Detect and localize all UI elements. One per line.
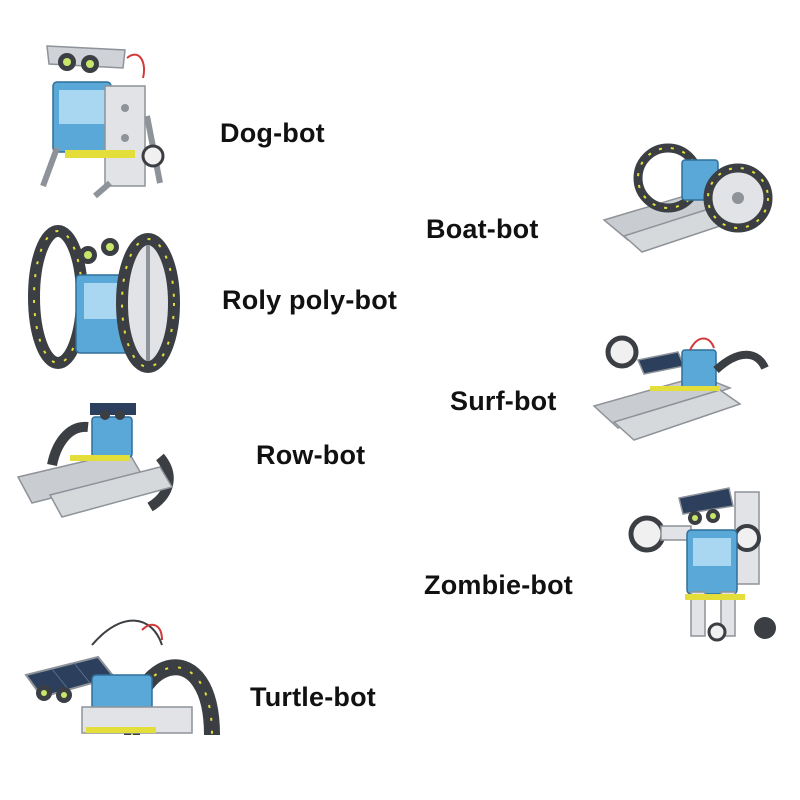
turtle-bot-image <box>22 615 222 755</box>
dog-bot-label: Dog-bot <box>220 118 325 148</box>
roly-poly-bot-image <box>28 225 180 375</box>
zombie-bot-label: Zombie-bot <box>424 570 573 600</box>
roly-poly-bot-label: Roly poly-bot <box>222 285 398 315</box>
zombie-bot-image <box>625 482 780 647</box>
surf-bot-label: Surf-bot <box>450 386 557 416</box>
turtle-bot-label: Turtle-bot <box>250 682 376 712</box>
boat-bot-label: Boat-bot <box>426 214 539 244</box>
row-bot-label: Row-bot <box>256 440 366 470</box>
surf-bot-image <box>590 330 775 445</box>
row-bot-image <box>10 395 185 520</box>
boat-bot-image <box>598 140 773 255</box>
dog-bot-image <box>35 38 175 199</box>
